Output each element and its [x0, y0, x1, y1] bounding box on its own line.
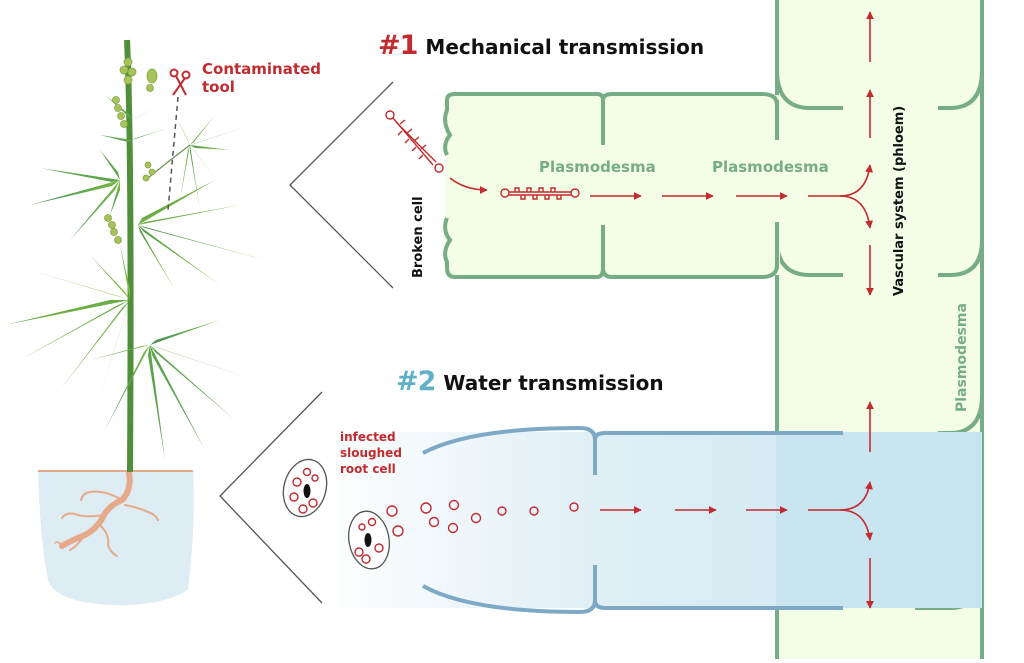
sloughed-cell-2	[348, 510, 390, 570]
channel-bottom-wall	[593, 599, 843, 610]
water-in-vascular	[776, 432, 982, 608]
vascular-top-wall-left	[775, 69, 843, 110]
roots	[54, 469, 159, 557]
contaminated-tool-label: Contaminated tool	[202, 60, 321, 96]
vascular-top-wall-right	[938, 69, 984, 110]
section1-number: #1	[378, 30, 418, 61]
channel-top-wall	[593, 431, 843, 441]
virus-particle-in-cell	[500, 187, 580, 200]
mechanical-flow-arrows	[590, 11, 874, 296]
cell-2-bottom-wall	[601, 264, 779, 279]
infected-root-cell-label: infected sloughed root cell	[340, 429, 402, 477]
scissors-icon	[169, 68, 191, 96]
tool-label-line2: tool	[202, 78, 235, 96]
infected-label-line2: sloughed	[340, 446, 402, 460]
plasmodesma-label-2: Plasmodesma	[712, 158, 829, 176]
virus-particles-water	[386, 499, 579, 537]
seed-clusters	[104, 57, 158, 244]
broken-cell-bottom-wall	[443, 217, 605, 279]
broken-cell-label: Broken cell	[411, 196, 426, 278]
branch-arrow-down	[839, 195, 874, 229]
entry-arrow	[449, 177, 488, 194]
plasmodesma-label-1: Plasmodesma	[539, 158, 656, 176]
section2-callout-wedge	[219, 391, 323, 604]
section1-callout-wedge	[289, 81, 394, 289]
water-cells	[320, 425, 982, 615]
branch-arrow-down	[839, 509, 874, 541]
leaves	[5, 95, 265, 460]
plasmodesma-vertical-label: Plasmodesma	[954, 303, 970, 412]
water-pot	[38, 470, 194, 606]
wall-gap	[779, 142, 787, 220]
section1-title: #1 Mechanical transmission	[378, 30, 704, 61]
section2-title-text: Water transmission	[443, 371, 664, 395]
infected-label-line1: infected	[340, 430, 396, 444]
vascular-system-label: Vascular system (phloem)	[892, 105, 907, 296]
sloughed-cell-1	[282, 458, 328, 518]
section2-number: #2	[396, 366, 436, 397]
root-cell-bottom-wall	[422, 565, 597, 615]
water-flow-arrows	[600, 401, 874, 609]
vascular-mid-wall-right	[938, 239, 984, 277]
stem	[124, 39, 134, 473]
cell-fill	[445, 95, 780, 275]
infected-label-line3: root cell	[340, 462, 396, 476]
section2-title: #2 Water transmission	[396, 366, 664, 397]
broken-cell-top-wall	[443, 92, 605, 156]
tool-label-line1: Contaminated	[202, 60, 321, 78]
virus-particle-free	[385, 110, 444, 173]
hemp-plant-illustration	[5, 39, 265, 606]
tool-cut-line	[167, 96, 179, 211]
section1-title-text: Mechanical transmission	[425, 35, 705, 59]
mechanical-cells	[443, 92, 787, 279]
cell-2-top-wall	[601, 92, 779, 106]
root-cell-top-wall	[422, 425, 597, 475]
